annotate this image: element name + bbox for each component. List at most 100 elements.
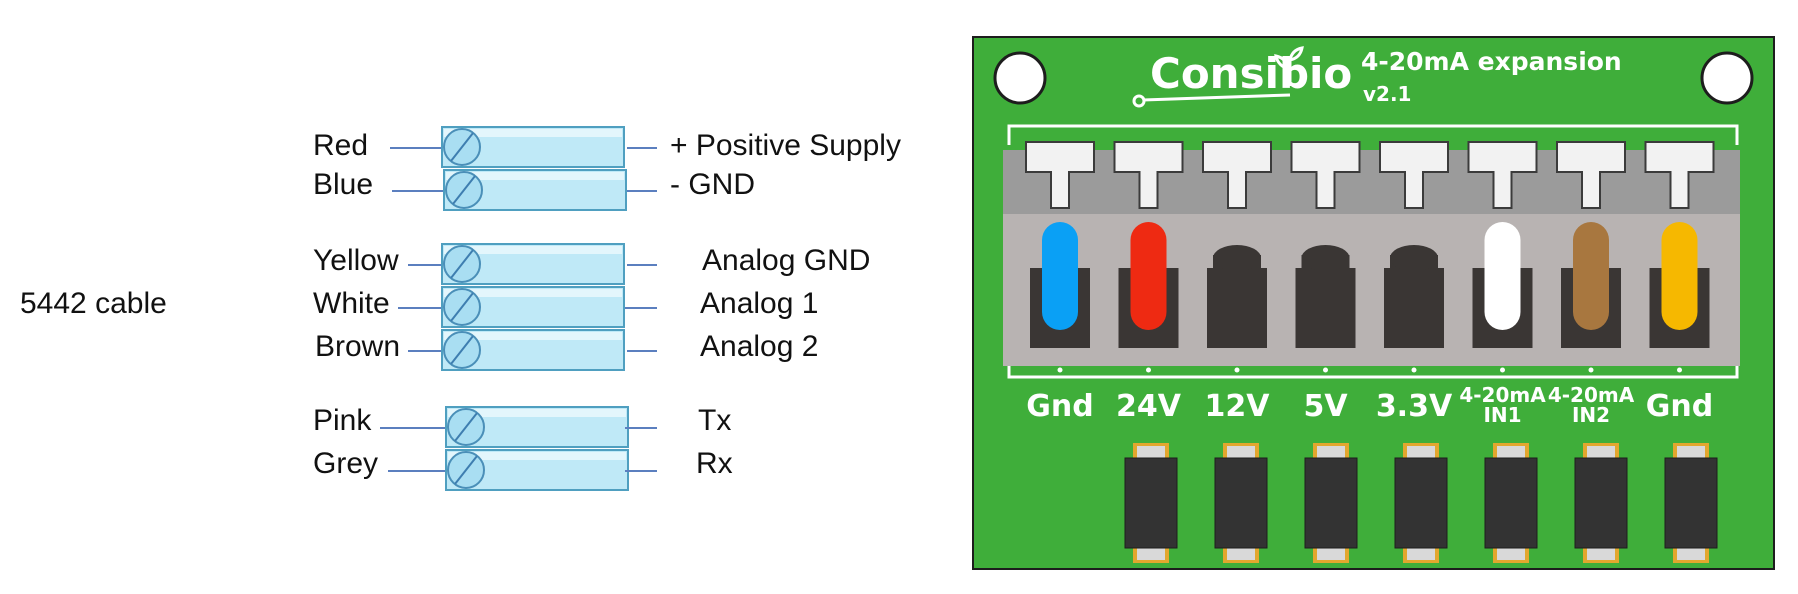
pin-label-3: 12V: [1205, 389, 1271, 424]
wire-label-blue: Blue: [313, 168, 374, 201]
wire-socket: [1207, 268, 1267, 348]
board-pin-8: [1644, 141, 1715, 373]
screw-slot: [450, 132, 474, 162]
signal-label-analog-1: Analog 1: [700, 287, 819, 320]
lever-tab: [1202, 141, 1272, 209]
terminal-highlight: [444, 332, 622, 340]
lever-tab: [1025, 141, 1095, 209]
pin-label-8: Gnd: [1646, 389, 1713, 424]
terminal-highlight: [448, 409, 626, 417]
terminal-highlight: [444, 289, 622, 297]
brown-wire: [1573, 222, 1609, 330]
brand-trace-pad: [1132, 94, 1146, 108]
pin-sublabel-7: IN2: [1572, 403, 1610, 427]
pin-label-4: 5V: [1303, 389, 1348, 424]
diode-body: [1304, 457, 1358, 549]
board-pin-4: [1290, 141, 1361, 373]
brand-logo-text: Consibio: [1150, 49, 1352, 98]
signal-label-positive-supply: + Positive Supply: [670, 129, 901, 162]
board-version: v2.1: [1363, 82, 1411, 106]
red-wire: [1130, 222, 1167, 330]
terminal-red: [390, 126, 657, 168]
wire-label-white: White: [313, 287, 390, 320]
wire-label-brown: Brown: [315, 330, 401, 363]
smd-diode: [1214, 443, 1268, 563]
wire-label-grey: Grey: [313, 447, 379, 480]
lever-tab: [1379, 141, 1449, 209]
pin-dot: [1146, 367, 1151, 373]
pin-label-6: 4-20mA: [1459, 383, 1546, 407]
pin-label-2: 24V: [1116, 389, 1182, 424]
board-pin-1: [1025, 141, 1095, 373]
pin-sublabel-6: IN1: [1483, 403, 1521, 427]
yellow-wire: [1661, 222, 1698, 330]
lever-tab: [1644, 141, 1715, 209]
smd-diode: [1574, 443, 1628, 563]
pin-dot: [1677, 367, 1682, 373]
diode-body: [1124, 457, 1178, 549]
terminal-pink: [380, 406, 657, 448]
diode-body: [1574, 457, 1628, 549]
terminal-yellow: [408, 243, 657, 285]
pin-dot: [1588, 367, 1594, 373]
diode-body: [1664, 457, 1718, 549]
lever-tab: [1556, 141, 1626, 209]
screw-slot: [450, 335, 474, 365]
smd-diode: [1394, 443, 1448, 563]
blue-wire: [1042, 222, 1078, 330]
brand-underline-trace: [1142, 93, 1291, 102]
board-title: 4-20mA expansion: [1361, 47, 1622, 76]
board-pin-7: [1556, 141, 1626, 373]
wire-label-red: Red: [313, 129, 369, 162]
mounting-hole-left: [993, 51, 1047, 105]
terminal-highlight: [444, 246, 622, 254]
terminal-blue: [392, 169, 657, 211]
wire-socket: [1295, 268, 1356, 348]
cable-label: 5442 cable: [20, 287, 167, 320]
wire-label-yellow: Yellow: [313, 244, 399, 277]
terminal-white: [398, 286, 657, 328]
board-pin-6: [1467, 141, 1538, 373]
screw-slot: [450, 292, 474, 322]
mounting-hole-right: [1700, 51, 1754, 105]
pin-dot: [1323, 367, 1328, 373]
white-wire: [1484, 222, 1521, 330]
signal-label-analog-2: Analog 2: [700, 330, 819, 363]
smd-diode: [1664, 443, 1718, 563]
signal-label-tx: Tx: [698, 404, 732, 437]
board-pin-5: [1379, 141, 1449, 373]
sprout-icon: [1274, 46, 1304, 86]
signal-label-analog-gnd: Analog GND: [702, 244, 871, 277]
wire-socket: [1384, 268, 1444, 348]
board-pin-3: [1202, 141, 1272, 373]
smd-diode: [1124, 443, 1178, 563]
lever-tab: [1290, 141, 1361, 209]
terminal-grey: [388, 449, 657, 491]
pin-label-7: 4-20mA: [1548, 383, 1635, 407]
signal-label-gnd: - GND: [670, 168, 755, 201]
pin-label-5: 3.3V: [1376, 389, 1453, 424]
diode-body: [1214, 457, 1268, 549]
screw-slot: [452, 175, 476, 205]
smd-diode: [1304, 443, 1358, 563]
diode-body: [1484, 457, 1538, 549]
board-pin-2: [1113, 141, 1184, 373]
lever-tab: [1467, 141, 1538, 209]
pin-dot: [1411, 367, 1417, 373]
terminal-highlight: [446, 172, 624, 180]
pin-dot: [1500, 367, 1505, 373]
pin-dot: [1234, 367, 1240, 373]
wire-label-pink: Pink: [313, 404, 372, 437]
silkscreen-bracket: [1007, 124, 1739, 379]
signal-label-rx: Rx: [696, 447, 733, 480]
screw-slot: [450, 249, 474, 279]
smd-diode: [1484, 443, 1538, 563]
pin-label-1: Gnd: [1026, 389, 1093, 424]
terminal-highlight: [444, 129, 622, 137]
diode-body: [1394, 457, 1448, 549]
screw-slot: [454, 455, 478, 485]
lever-tab: [1113, 141, 1184, 209]
